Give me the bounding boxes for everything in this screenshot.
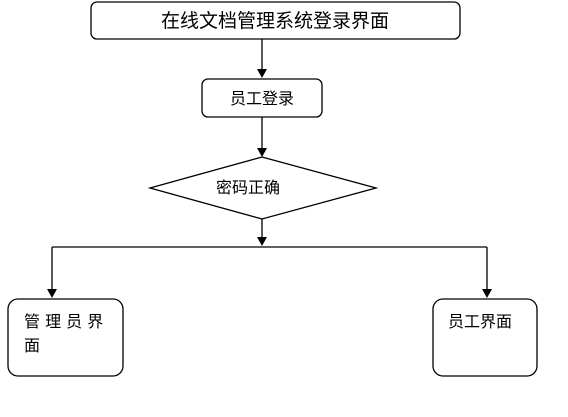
admin-ui-label-line2: 面 — [24, 336, 40, 355]
arrowhead-admin — [47, 289, 57, 298]
title-box-label: 在线文档管理系统登录界面 — [161, 10, 389, 32]
arrowhead-login — [257, 69, 267, 78]
staff-login-label: 员工登录 — [230, 89, 294, 108]
password-check-label: 密码正确 — [216, 178, 280, 197]
arrowhead-check — [257, 148, 267, 157]
arrowhead-staff — [482, 289, 492, 298]
title-box — [90, 1, 461, 40]
arrowhead-branch — [257, 237, 267, 246]
admin-ui-label-line1: 管 理 员 界 — [24, 312, 103, 331]
staff-ui-box — [432, 298, 538, 377]
staff-ui-label: 员工界面 — [448, 312, 512, 331]
admin-ui-box — [7, 298, 124, 377]
